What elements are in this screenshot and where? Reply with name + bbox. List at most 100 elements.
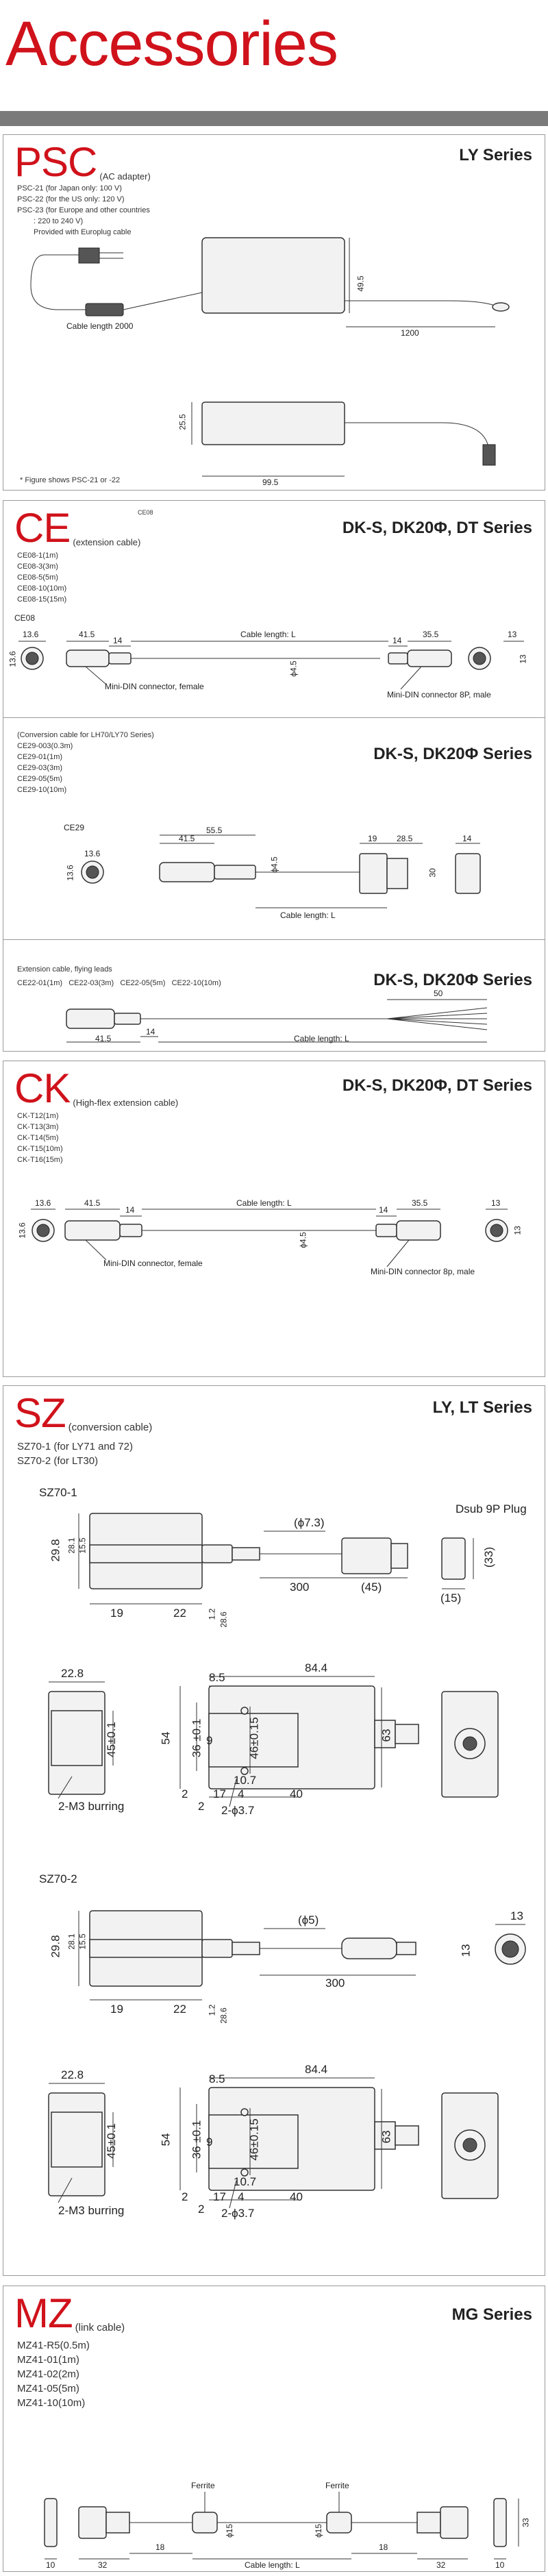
ck-dim-14a: 14	[125, 1205, 135, 1215]
ck-item: CK-T14(5m)	[17, 1134, 59, 1142]
sz1-plug-label: Dsub 9P Plug	[456, 1502, 527, 1515]
ce22-dim-50: 50	[434, 989, 443, 998]
mz-right-face	[493, 2498, 507, 2547]
sz1-dim-phi: (ϕ7.3)	[294, 1516, 325, 1529]
psc-adapter-body	[201, 237, 345, 314]
mz-left-connector	[78, 2506, 107, 2539]
sz1-dim-4: 4	[238, 1787, 245, 1800]
ce22-dim-41-5: 41.5	[95, 1034, 112, 1043]
sz1-dim-22-8: 22.8	[61, 1667, 84, 1680]
mz-dim-32a: 32	[98, 2560, 108, 2570]
sz2-dim-54: 54	[159, 2133, 173, 2146]
psc-connector	[85, 303, 124, 317]
ck-item: CK-T12(1m)	[17, 1112, 59, 1120]
ce29-drawing	[81, 834, 481, 908]
sz2-dim-22-8: 22.8	[61, 2068, 84, 2081]
ck-male-connector	[396, 1220, 441, 1241]
mz-dim-18a: 18	[155, 2542, 165, 2552]
ck-dim-13a: 13	[491, 1198, 501, 1208]
ce22-item: CE22-05(5m)	[120, 979, 166, 987]
section-mz: MZ(link cable) MG Series MZ41-R5(0.5m) M…	[3, 2286, 545, 2572]
psc-model-list: PSC-21 (for Japan only: 100 V) PSC-22 (f…	[17, 183, 150, 238]
sz2-dim-84-4: 84.4	[305, 2063, 328, 2076]
ce08-dim-41-5: 41.5	[79, 630, 95, 639]
ce29-dim-13-6a: 13.6	[84, 849, 101, 858]
mz-dim-phi-b: ϕ15	[314, 2523, 324, 2538]
ce08-dim-13a: 13	[508, 630, 517, 639]
page-title: Accessories	[5, 9, 338, 79]
sz2-dim-36-01: 36 ±0.1	[190, 2120, 203, 2159]
ce-item: CE08-3(3m)	[17, 562, 58, 571]
section-ck: CK(High-flex extension cable) DK-S, DK20…	[3, 1061, 545, 1377]
mz-ferrite-a: Ferrite	[191, 2481, 215, 2490]
psc-series: LY Series	[459, 146, 532, 164]
sz-item: SZ70-1 (for LY71 and 72)	[17, 1441, 133, 1452]
sz-item: SZ70-2 (for LT30)	[17, 1455, 99, 1467]
ce29-item: CE29-05(5m)	[17, 775, 63, 783]
ce-subtitle: (extension cable)	[73, 537, 141, 547]
sz1-dim-45: (45)	[361, 1581, 382, 1594]
psc-item: PSC-23 (for Europe and other countries	[17, 206, 150, 214]
ck-dim-41-5: 41.5	[84, 1198, 101, 1208]
psc-subtitle: (AC adapter)	[99, 171, 151, 182]
ce22-item: CE22-10(10m)	[171, 979, 221, 987]
mz-left-face	[44, 2498, 58, 2547]
psc-code: PSC	[14, 139, 97, 185]
sz1-dim-40: 40	[290, 1787, 303, 1800]
ce-series: DK-S, DK20Φ, DT Series	[342, 519, 532, 537]
ce22-drawing	[66, 999, 488, 1043]
sz1-hole: 2-ϕ3.7	[221, 1804, 255, 1817]
sz1-dim-17: 17	[213, 1787, 226, 1800]
sz2-dim-10-7: 10.7	[234, 2175, 257, 2188]
ce08-figure-label: CE08	[14, 613, 36, 623]
sz2-dim-300: 300	[325, 1977, 345, 1990]
ce-item: CE08-15(15m)	[17, 595, 67, 604]
mz-code: MZ	[14, 2290, 73, 2336]
ce29-item: CE29-03(3m)	[17, 764, 63, 772]
ce-item: CE08-10(10m)	[17, 584, 67, 593]
sz2-dim-40: 40	[290, 2190, 303, 2203]
sz1-label: SZ70-1	[39, 1486, 77, 1499]
psc-dim-49-5: 49.5	[356, 275, 366, 292]
mz-item: MZ41-10(10m)	[17, 2397, 86, 2409]
sz2-dim-2a: 2	[182, 2190, 188, 2203]
psc-drawing	[30, 237, 510, 477]
ck-item: CK-T13(3m)	[17, 1123, 59, 1131]
ck-dim-13-6b: 13.6	[17, 1222, 27, 1239]
sz1-dim-19: 19	[110, 1607, 123, 1620]
sz1-dim-9: 9	[206, 1734, 213, 1747]
mz-left-ferrite	[192, 2512, 218, 2534]
psc-item: Provided with Europlug cable	[34, 228, 132, 236]
psc-cable-loop	[30, 254, 59, 310]
mz-subtitle: (link cable)	[75, 2322, 125, 2333]
psc-dim-25-5: 25.5	[177, 414, 188, 430]
ck-item: CK-T16(15m)	[17, 1156, 63, 1164]
sz2-dim-17: 17	[213, 2190, 226, 2203]
ce29-model-list: (Conversion cable for LH70/LY70 Series) …	[17, 730, 154, 795]
sz-heading: SZ(conversion cable)	[14, 1393, 152, 1434]
sz2-dim-19: 19	[110, 2003, 123, 2016]
ce29-item: CE29-10(10m)	[17, 786, 67, 794]
sz2-dim-46-015: 46±0.15	[247, 2118, 261, 2161]
ce22-dim-cable: Cable length: L	[294, 1034, 349, 1043]
sz-code: SZ	[14, 1390, 66, 1436]
psc-adapter-side	[201, 401, 345, 445]
ce22-connector	[66, 1008, 115, 1029]
mz-dim-cable: Cable length: L	[245, 2560, 300, 2570]
ck-item: CK-T15(10m)	[17, 1145, 63, 1153]
psc-plug	[78, 247, 100, 264]
ck-dim-13-6a: 13.6	[35, 1198, 51, 1208]
sz1-dim-2a: 2	[182, 1787, 188, 1800]
ck-subtitle: (High-flex extension cable)	[73, 1098, 179, 1108]
psc-heading: PSC(AC adapter)	[14, 142, 151, 183]
sz1-side-drawing	[78, 1513, 474, 1605]
sz1-dim-300: 300	[290, 1581, 310, 1594]
sz2-dim-63: 63	[379, 2130, 393, 2144]
mz-item: MZ41-02(2m)	[17, 2368, 79, 2380]
mz-drawing	[44, 2492, 519, 2560]
sz1-dim-84-4: 84.4	[305, 1661, 328, 1674]
ck-dim-14b: 14	[379, 1205, 388, 1215]
mz-right-connector	[440, 2506, 469, 2539]
ce22-model-list: CE22-01(1m) CE22-03(3m) CE22-05(5m) CE22…	[17, 978, 221, 989]
sz1-top-drawing	[48, 1676, 499, 1807]
